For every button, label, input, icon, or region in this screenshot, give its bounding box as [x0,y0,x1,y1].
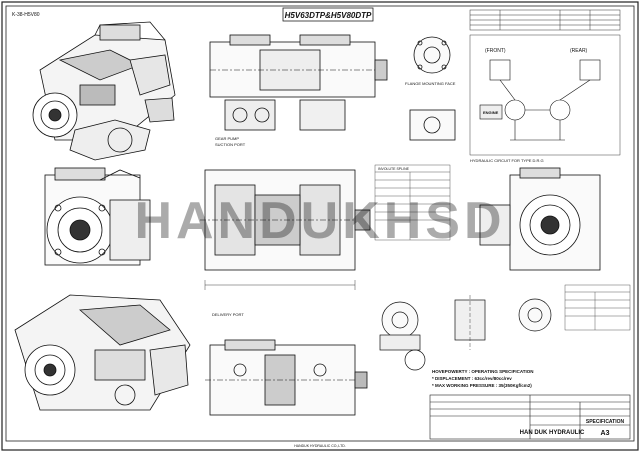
isometric-pump-bottom [14,294,191,411]
suction-port-note: SUCTION PORT [215,142,246,147]
spec-header: HOVEPOWERTY : OPERATING SPECIFICATION [432,369,534,374]
sheet-size: A3 [601,430,610,437]
hydraulic-circuit-note: HYDRAULIC CIRCUIT FOR TYPE D.R.G [470,158,544,163]
spec-line-2: * MAX WORKING PRESSURE : 35(350Kgf/cm2) [432,383,532,388]
involute-spline-note: INVOLUTE SPLINE [378,167,410,171]
bottom-view-center [205,339,368,416]
gear-pump-note: GEAR PUMP [215,136,239,141]
side-view-top [209,34,388,131]
spline-tables [374,164,631,331]
top-left-code: K-38-H5V80 [12,12,40,18]
front-view-left [44,167,151,266]
watermark: HANDUKHSD [134,192,505,250]
title-frame [282,7,374,22]
drawing-title: H5V63DTP&H5V80DTP [285,11,372,20]
flange-face-note: FLANGE MOUNTING FACE [405,81,456,86]
spline-shaft-details [379,295,552,371]
inner-border [5,5,635,442]
flange-detail [409,36,456,141]
section-view-center [200,169,371,290]
engine-label: ENGINE [483,110,499,115]
revision-table [469,9,621,31]
hydraulic-circuit [469,34,621,156]
spec-line-1: * DISPLACEMENT : 63cc/rev/80cc/rev [432,376,512,381]
isometric-pump-top [32,21,176,161]
front-view-right [479,167,601,271]
delivery-port-note: DELIVERY PORT [212,312,244,317]
sheet-label: SPECIFICATION [586,419,625,425]
specification-block: HOVEPOWERTY : OPERATING SPECIFICATION * … [432,369,534,388]
rear-label: (REAR) [570,48,588,54]
front-label: (FRONT) [485,48,506,54]
footer-text: HANDUK HYDRAULIC CO.,LTD. [294,444,345,448]
title-block [429,394,631,440]
company-name: HAN DUK HYDRAULIC [520,430,585,436]
